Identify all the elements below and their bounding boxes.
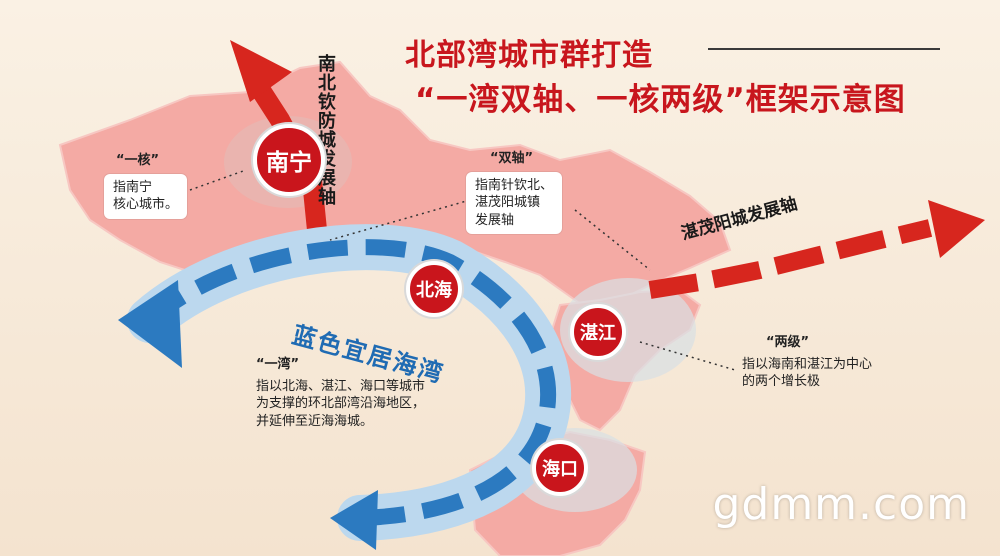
callout-bay: “一湾” 指以北海、湛江、海口等城市 为支撑的环北部湾沿海地区， 并延伸至近海海…	[256, 356, 425, 430]
axis-zhanmaoyang-line	[648, 219, 933, 299]
title-line-1: 北部湾城市群打造	[405, 38, 653, 73]
callout-core-line-1: 指南宁	[113, 179, 153, 195]
callout-core-head: “一核”	[116, 153, 160, 168]
callout-dual-axis-head: “双轴”	[490, 151, 534, 166]
leader-two-poles	[639, 341, 736, 371]
callout-bay-head: “一湾”	[256, 357, 300, 372]
callout-dual-axis-box: 指南针钦北、 湛茂阳城镇 发展轴	[466, 171, 563, 235]
callout-core-box: 指南宁 核心城市。	[104, 173, 188, 219]
callout-two-poles-line-2: 的两个增长极	[742, 374, 821, 390]
title-rule	[708, 48, 940, 50]
callout-two-poles-line-1: 指以海南和湛江为中心	[742, 356, 873, 372]
callout-bay-line-1: 指以北海、湛江、海口等城市	[256, 378, 426, 394]
callout-two-poles: “两级” 指以海南和湛江为中心 的两个增长极	[742, 334, 872, 391]
callout-bay-line-2: 为支撑的环北部湾沿海地区，	[256, 396, 426, 412]
city-haikou-label: 海口	[542, 459, 578, 480]
callout-dual-axis-line-1: 指南针钦北、	[475, 177, 554, 193]
axis-zhanmaoyang-arrowhead	[928, 200, 985, 258]
callout-dual-axis-line-2: 湛茂阳城镇	[475, 195, 541, 211]
leader-dual-axis-right	[574, 209, 651, 271]
city-zhanjiang-label: 湛江	[580, 323, 616, 344]
bay-arrowhead-south	[330, 490, 378, 550]
title-line-2: “一湾双轴、一核两级”框架示意图	[415, 82, 906, 118]
callout-dual-axis: “双轴” 指南针钦北、 湛茂阳城镇 发展轴	[466, 150, 563, 235]
axis-north-south-arrowhead	[230, 40, 292, 102]
callout-two-poles-head: “两级”	[766, 335, 810, 350]
watermark: gdmm.com	[712, 479, 970, 530]
callout-core-line-2: 核心城市。	[113, 197, 179, 213]
city-beihai-label: 北海	[416, 280, 452, 301]
leader-core	[189, 169, 247, 191]
bay-arc-dashes	[144, 239, 557, 526]
leader-dual-axis-left	[329, 199, 471, 241]
bay-arrowhead-west	[118, 280, 182, 368]
callout-bay-line-3: 并延伸至近海海城。	[256, 413, 374, 429]
callout-dual-axis-line-3: 发展轴	[475, 212, 515, 228]
city-nanning-label: 南宁	[266, 150, 312, 176]
callout-core: “一核” 指南宁 核心城市。	[104, 152, 188, 219]
